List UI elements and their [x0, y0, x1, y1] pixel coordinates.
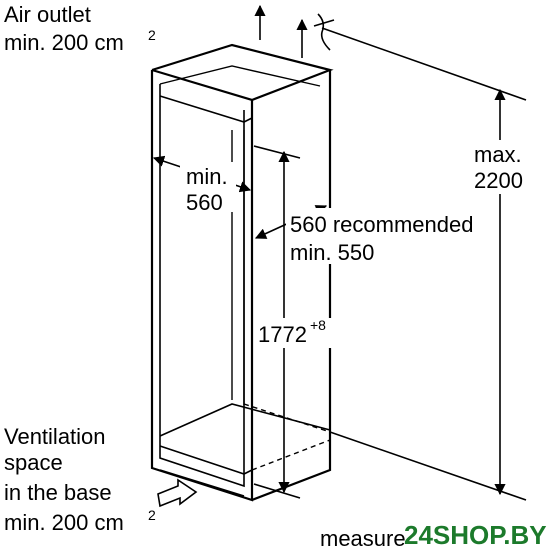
niche-height-value: 1772 — [258, 322, 307, 347]
niche-height-tolerance: +8 — [310, 317, 326, 333]
ceiling-back — [159, 65, 321, 87]
niche-height-label: 1772 +8 — [256, 317, 334, 348]
niche-depth-label: 560 recommended min. 550 — [286, 208, 498, 265]
ceiling-inner — [159, 95, 253, 123]
ventilation-line-2: space — [4, 450, 63, 475]
top-face — [151, 43, 334, 102]
base-shelf — [159, 403, 331, 437]
measure-label: measure — [320, 526, 406, 550]
niche-width-line-1: min. — [186, 164, 228, 189]
max-height-line-2: 2200 — [474, 168, 523, 193]
air-outlet-line-2: min. 200 cm — [4, 30, 124, 55]
niche-width-line-2: 560 — [186, 190, 223, 215]
niche-depth-line-1: 560 recommended — [290, 212, 473, 237]
side-panel-outline — [251, 70, 332, 502]
airflow-symbol — [317, 13, 331, 51]
niche-depth-line-2: min. 550 — [290, 240, 374, 265]
airflow-symbol-cross — [313, 19, 335, 27]
height-ext-bottom — [253, 483, 301, 499]
ventilation-label: Ventilation space in the base min. 200 c… — [4, 424, 156, 535]
ventilation-superscript: 2 — [148, 507, 156, 523]
plinth — [159, 469, 245, 497]
max-height-ext-top — [321, 27, 527, 101]
ventilation-arrow — [157, 478, 198, 508]
max-height-label: max. 2200 — [470, 140, 534, 194]
ventilation-line-1: Ventilation — [4, 424, 106, 449]
air-outlet-line-1: Air outlet — [4, 2, 91, 27]
max-height-line-1: max. — [474, 142, 522, 167]
base-shelf-front — [159, 445, 253, 475]
hidden-base-edges-2 — [251, 439, 331, 471]
ventilation-line-3: in the base — [4, 480, 112, 505]
watermark: 24SHOP.BY — [404, 520, 547, 550]
niche-cabinet — [150, 43, 334, 502]
front-panel-outline — [150, 68, 254, 502]
hidden-base-edges — [243, 403, 331, 433]
ventilation-line-4: min. 200 cm — [4, 510, 124, 535]
max-height-ext-bottom — [329, 431, 527, 501]
height-ext-top — [253, 145, 301, 159]
air-outlet-superscript: 2 — [148, 27, 156, 43]
niche-width-label: min. 560 — [180, 162, 236, 215]
air-outlet-label: Air outlet min. 200 cm 2 — [4, 2, 156, 55]
